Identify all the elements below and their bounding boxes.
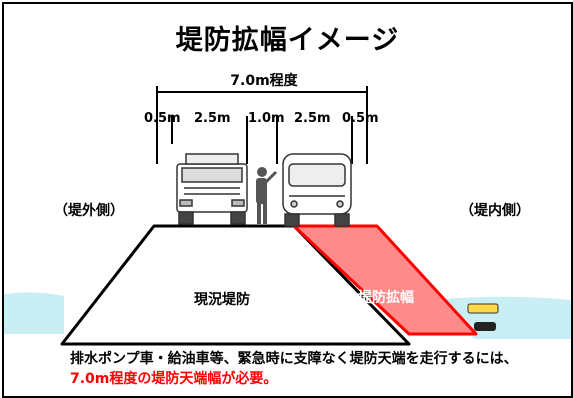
note-line-2: 7.0m程度の堤防天端幅が必要。 (70, 371, 278, 387)
note-line-1: 排水ポンプ車・給油車等、緊急時に支障なく堤防天端を走行するには、 (70, 351, 518, 367)
levee-widening-label: 堤防拡幅 (358, 290, 414, 306)
boat-icon (467, 303, 499, 331)
dim-segment-1: 0.5m (144, 111, 181, 126)
pump-truck-icon (176, 153, 248, 225)
dimension-lines (156, 86, 368, 164)
dim-segment-4: 2.5m (294, 111, 331, 126)
dim-segment-5: 0.5m (342, 111, 379, 126)
fuel-truck-icon (282, 153, 352, 227)
water-outer (4, 292, 64, 334)
dim-segment-3: 1.0m (248, 111, 285, 126)
person-icon (256, 167, 278, 224)
levee-cross-section (4, 86, 571, 346)
inner-side-label: （堤内側） (460, 203, 530, 219)
outer-side-label: （堤外側） (54, 203, 124, 219)
dim-segment-2: 2.5m (194, 111, 231, 126)
page-title: 堤防拡幅イメージ (175, 25, 400, 56)
existing-levee-label: 現況堤防 (194, 292, 250, 308)
total-width-label: 7.0m程度 (230, 73, 298, 89)
